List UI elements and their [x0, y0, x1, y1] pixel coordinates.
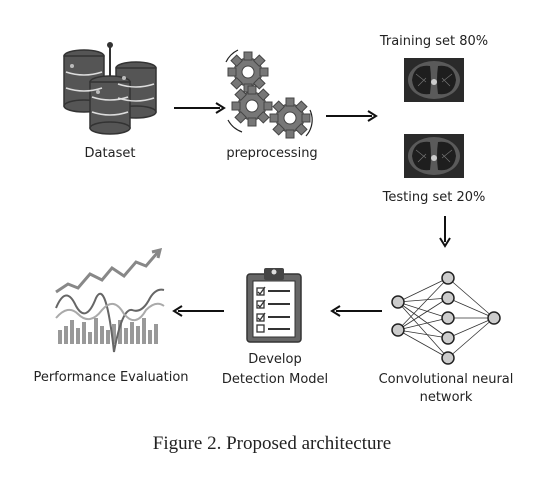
cnn-label-line1: Convolutional neural: [378, 372, 514, 387]
evaluation-label: Performance Evaluation: [33, 370, 189, 385]
arrow: [324, 109, 380, 123]
lung-ct-icon: [404, 58, 464, 102]
arrow: [328, 304, 384, 318]
figure-caption: Figure 2. Proposed architecture: [152, 433, 392, 454]
model-label-line1: Develop: [248, 352, 302, 367]
testing-label: Testing set 20%: [382, 190, 486, 205]
lung-ct-icon: [404, 134, 464, 178]
training-label: Training set 80%: [379, 34, 489, 49]
model-label-line2: Detection Model: [221, 372, 329, 387]
database-icon: [60, 42, 160, 140]
arrow: [172, 101, 228, 115]
arrow: [170, 304, 226, 318]
neural-network-icon: [388, 268, 508, 368]
cnn-label-line2: network: [419, 390, 473, 405]
dataset-label: Dataset: [84, 146, 136, 161]
clipboard-checklist-icon: [244, 266, 304, 344]
arrow: [438, 214, 452, 250]
gears-icon: [214, 48, 326, 144]
preprocessing-label: preprocessing: [226, 146, 318, 161]
chart-icon: [50, 248, 170, 356]
